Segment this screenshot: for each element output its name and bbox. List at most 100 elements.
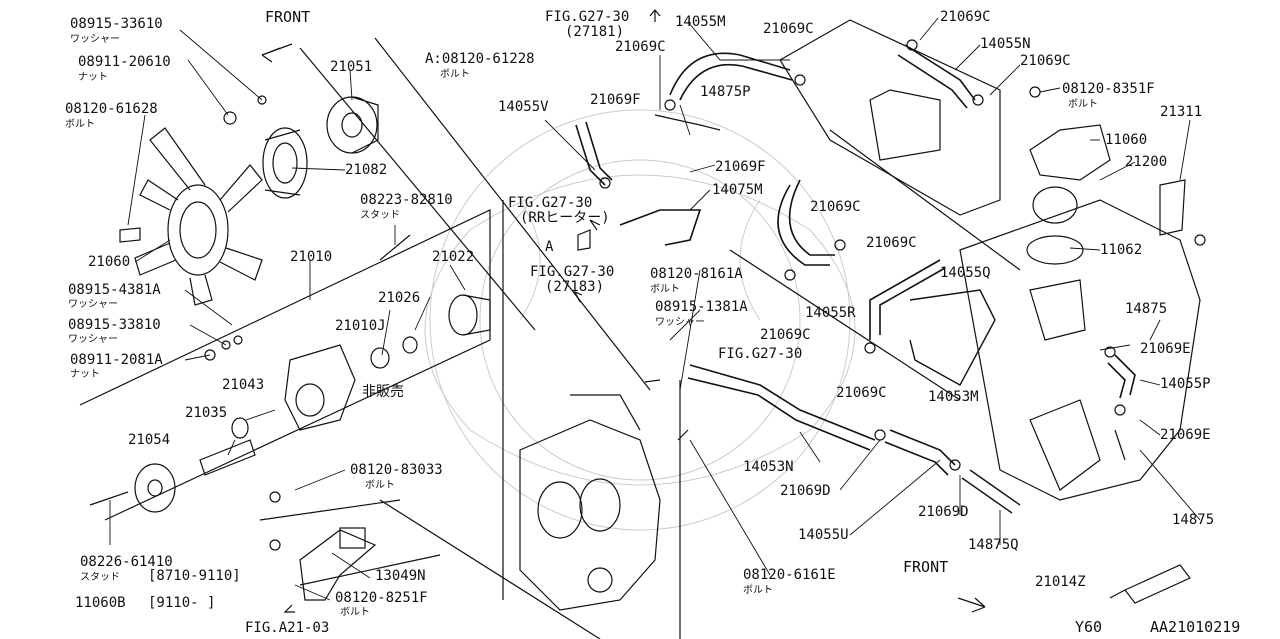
washer-3 [233, 335, 243, 345]
label-14875-2[interactable]: 14875 [1172, 512, 1215, 528]
label-21082[interactable]: 21082 [345, 162, 388, 178]
label-21069C-6[interactable]: 21069C [836, 385, 887, 401]
label-fig-g27-30-b[interactable]: FIG.G27-30 [508, 195, 593, 211]
thermostat-bracket [1159, 179, 1186, 236]
label-washer-4: ワッシャー [655, 317, 705, 328]
stud-2 [379, 234, 411, 261]
label-11062[interactable]: 11062 [1100, 242, 1143, 258]
label-21035[interactable]: 21035 [185, 405, 228, 421]
label-21200[interactable]: 21200 [1125, 154, 1168, 170]
label-fig-g27-30-d[interactable]: FIG.G27-30 [718, 346, 803, 362]
hose-clamps [599, 39, 1126, 471]
label-08120-83033[interactable]: 08120-83033 [350, 462, 443, 478]
label-14875-1[interactable]: 14875 [1125, 301, 1168, 317]
hose-14055R [777, 179, 835, 266]
label-21051[interactable]: 21051 [330, 59, 373, 75]
label-21014Z[interactable]: 21014Z [1035, 574, 1086, 590]
label-bolt-3: ボルト [365, 480, 395, 491]
label-08915-33610[interactable]: 08915-33610 [70, 16, 163, 32]
label-bolt-5: ボルト [650, 284, 680, 295]
label-14055R[interactable]: 14055R [805, 305, 856, 321]
bolt-3 [269, 491, 281, 503]
label-date-8710-9110: [8710-9110] [148, 568, 241, 584]
label-14055M[interactable]: 14055M [675, 14, 726, 30]
label-08226-61410[interactable]: 08226-61410 [80, 554, 173, 570]
bolt-7 [677, 429, 689, 441]
label-14075M[interactable]: 14075M [712, 182, 763, 198]
label-27181: (27181) [565, 24, 625, 40]
label-fig-g27-30-a[interactable]: FIG.G27-30 [545, 9, 630, 25]
label-21069D-1[interactable]: 21069D [780, 483, 831, 499]
label-14875Q[interactable]: 14875Q [968, 537, 1019, 553]
label-27183: (27183) [545, 279, 605, 295]
label-13049N[interactable]: 13049N [375, 568, 426, 584]
bolt-1 [119, 227, 141, 243]
water-outlet [299, 527, 377, 601]
label-21069C-1[interactable]: 21069C [615, 39, 666, 55]
label-fig-a21-03[interactable]: FIG.A21-03 [245, 620, 330, 636]
pump-shaft [199, 417, 256, 476]
label-21311[interactable]: 21311 [1160, 104, 1203, 120]
label-21069E-2[interactable]: 21069E [1160, 427, 1211, 443]
label-21069F-1[interactable]: 21069F [590, 92, 641, 108]
label-21010J[interactable]: 21010J [335, 318, 386, 334]
label-not-sold: 非販売 [362, 384, 404, 400]
label-21022[interactable]: 21022 [432, 249, 475, 265]
label-08120-6161E[interactable]: 08120-6161E [743, 567, 836, 583]
label-21069E-1[interactable]: 21069E [1140, 341, 1191, 357]
label-21054[interactable]: 21054 [128, 432, 171, 448]
label-14875P[interactable]: 14875P [700, 84, 751, 100]
water-pump [284, 294, 491, 431]
label-nut-1: ナット [78, 72, 108, 83]
label-21069F-2[interactable]: 21069F [715, 159, 766, 175]
label-21060[interactable]: 21060 [88, 254, 131, 270]
front-arrow-bottom [957, 597, 986, 613]
label-bolt-2: ボルト [440, 69, 470, 80]
label-21069C-5[interactable]: 21069C [760, 327, 811, 343]
label-14055N[interactable]: 14055N [980, 36, 1031, 52]
boundary-lines [79, 37, 1021, 639]
label-14055U[interactable]: 14055U [798, 527, 849, 543]
fan-coupling [262, 127, 308, 199]
label-14055V[interactable]: 14055V [498, 99, 549, 115]
label-08120-8251F[interactable]: 08120-8251F [335, 590, 428, 606]
bolt-4 [1029, 86, 1041, 98]
document-code: AA21010219 [1150, 618, 1241, 636]
nut-1 [223, 111, 237, 125]
label-11060[interactable]: 11060 [1105, 132, 1148, 148]
label-08915-4381A[interactable]: 08915-4381A [68, 282, 161, 298]
label-14053N[interactable]: 14053N [743, 459, 794, 475]
label-11060B[interactable]: 11060B [75, 595, 126, 611]
label-14055P[interactable]: 14055P [1160, 376, 1211, 392]
label-21026[interactable]: 21026 [378, 290, 421, 306]
ref-arrow-27183 [573, 290, 583, 303]
label-21069C-3[interactable]: 21069C [810, 199, 861, 215]
label-nut-2: ナット [70, 369, 100, 380]
label-08915-1381A[interactable]: 08915-1381A [655, 299, 748, 315]
thermostat-housing [1026, 124, 1111, 341]
label-21069C-8[interactable]: 21069C [1020, 53, 1071, 69]
label-14053M[interactable]: 14053M [928, 389, 979, 405]
label-08120-8161A[interactable]: 08120-8161A [650, 266, 743, 282]
label-21069D-2[interactable]: 21069D [918, 504, 969, 520]
nut-2 [204, 349, 216, 361]
label-08911-20610[interactable]: 08911-20610 [78, 54, 171, 70]
label-08223-82810[interactable]: 08223-82810 [360, 192, 453, 208]
watermark-pattern [424, 109, 856, 531]
bolt-5 [1194, 234, 1206, 246]
label-08120-61628[interactable]: 08120-61628 [65, 101, 158, 117]
label-21069C-7[interactable]: 21069C [940, 9, 991, 25]
label-08911-2081A[interactable]: 08911-2081A [70, 352, 163, 368]
label-21010[interactable]: 21010 [290, 249, 333, 265]
label-fig-g27-30-c[interactable]: FIG.G27-30 [530, 264, 615, 280]
label-21069C-4[interactable]: 21069C [866, 235, 917, 251]
label-08120-8351F[interactable]: 08120-8351F [1062, 81, 1155, 97]
label-08915-33810[interactable]: 08915-33810 [68, 317, 161, 333]
label-21043[interactable]: 21043 [222, 377, 265, 393]
label-14055Q[interactable]: 14055Q [940, 265, 991, 281]
label-bolt-4: ボルト [340, 607, 370, 618]
front-label-bottom: FRONT [903, 558, 949, 576]
label-a-08120-61228[interactable]: A:08120-61228 [425, 51, 535, 67]
bolt-2 [269, 539, 281, 551]
label-21069C-2[interactable]: 21069C [763, 21, 814, 37]
